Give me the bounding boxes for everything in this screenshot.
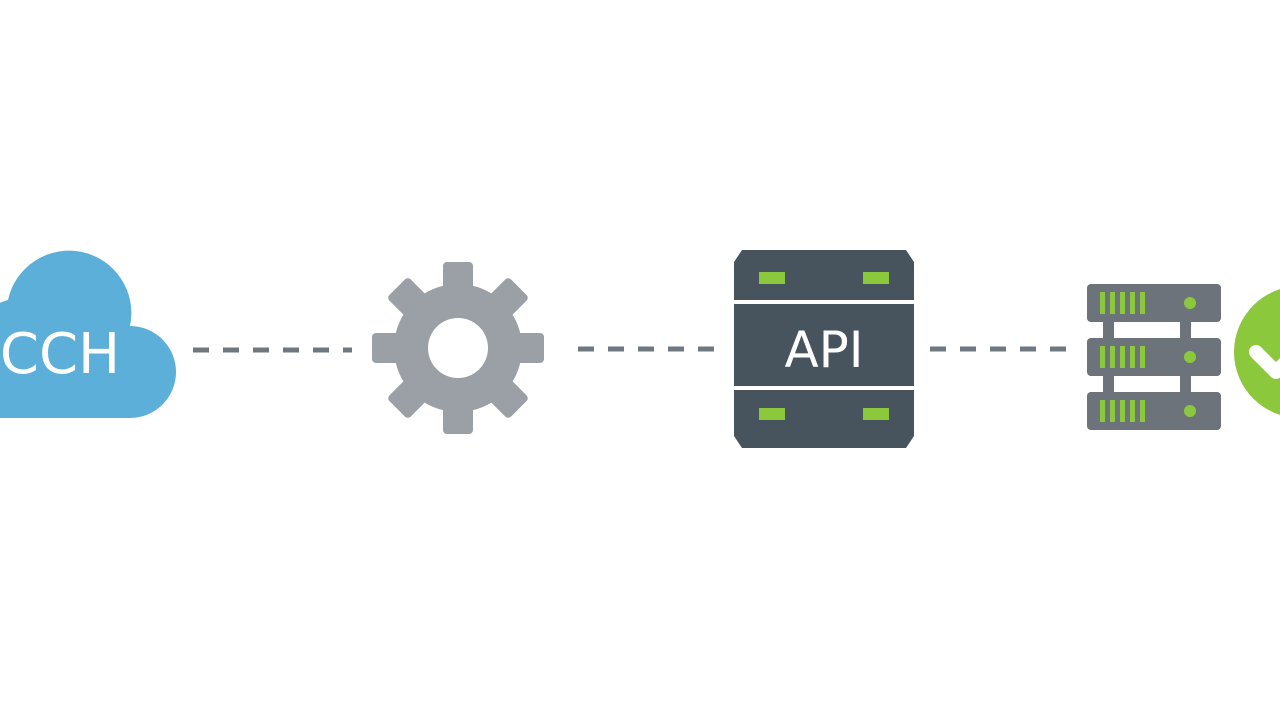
server-unit [1087, 284, 1221, 322]
cloud-node: CCH [0, 250, 176, 418]
cloud-icon [0, 250, 176, 418]
api-led [863, 272, 889, 284]
server-unit [1087, 338, 1221, 376]
server-unit [1087, 392, 1221, 430]
servers-node [1087, 284, 1221, 430]
api-led [863, 408, 889, 420]
check-circle-icon [1234, 289, 1280, 415]
cloud-label: CCH [0, 322, 120, 387]
api-server-icon [734, 250, 914, 448]
server-rack-icon [1087, 284, 1221, 430]
api-led [759, 272, 785, 284]
check-node [1234, 289, 1280, 415]
api-led [759, 408, 785, 420]
api-label: API [784, 321, 863, 379]
gear-node [372, 262, 544, 434]
api-node: API [734, 250, 914, 448]
gear-icon [372, 262, 544, 434]
